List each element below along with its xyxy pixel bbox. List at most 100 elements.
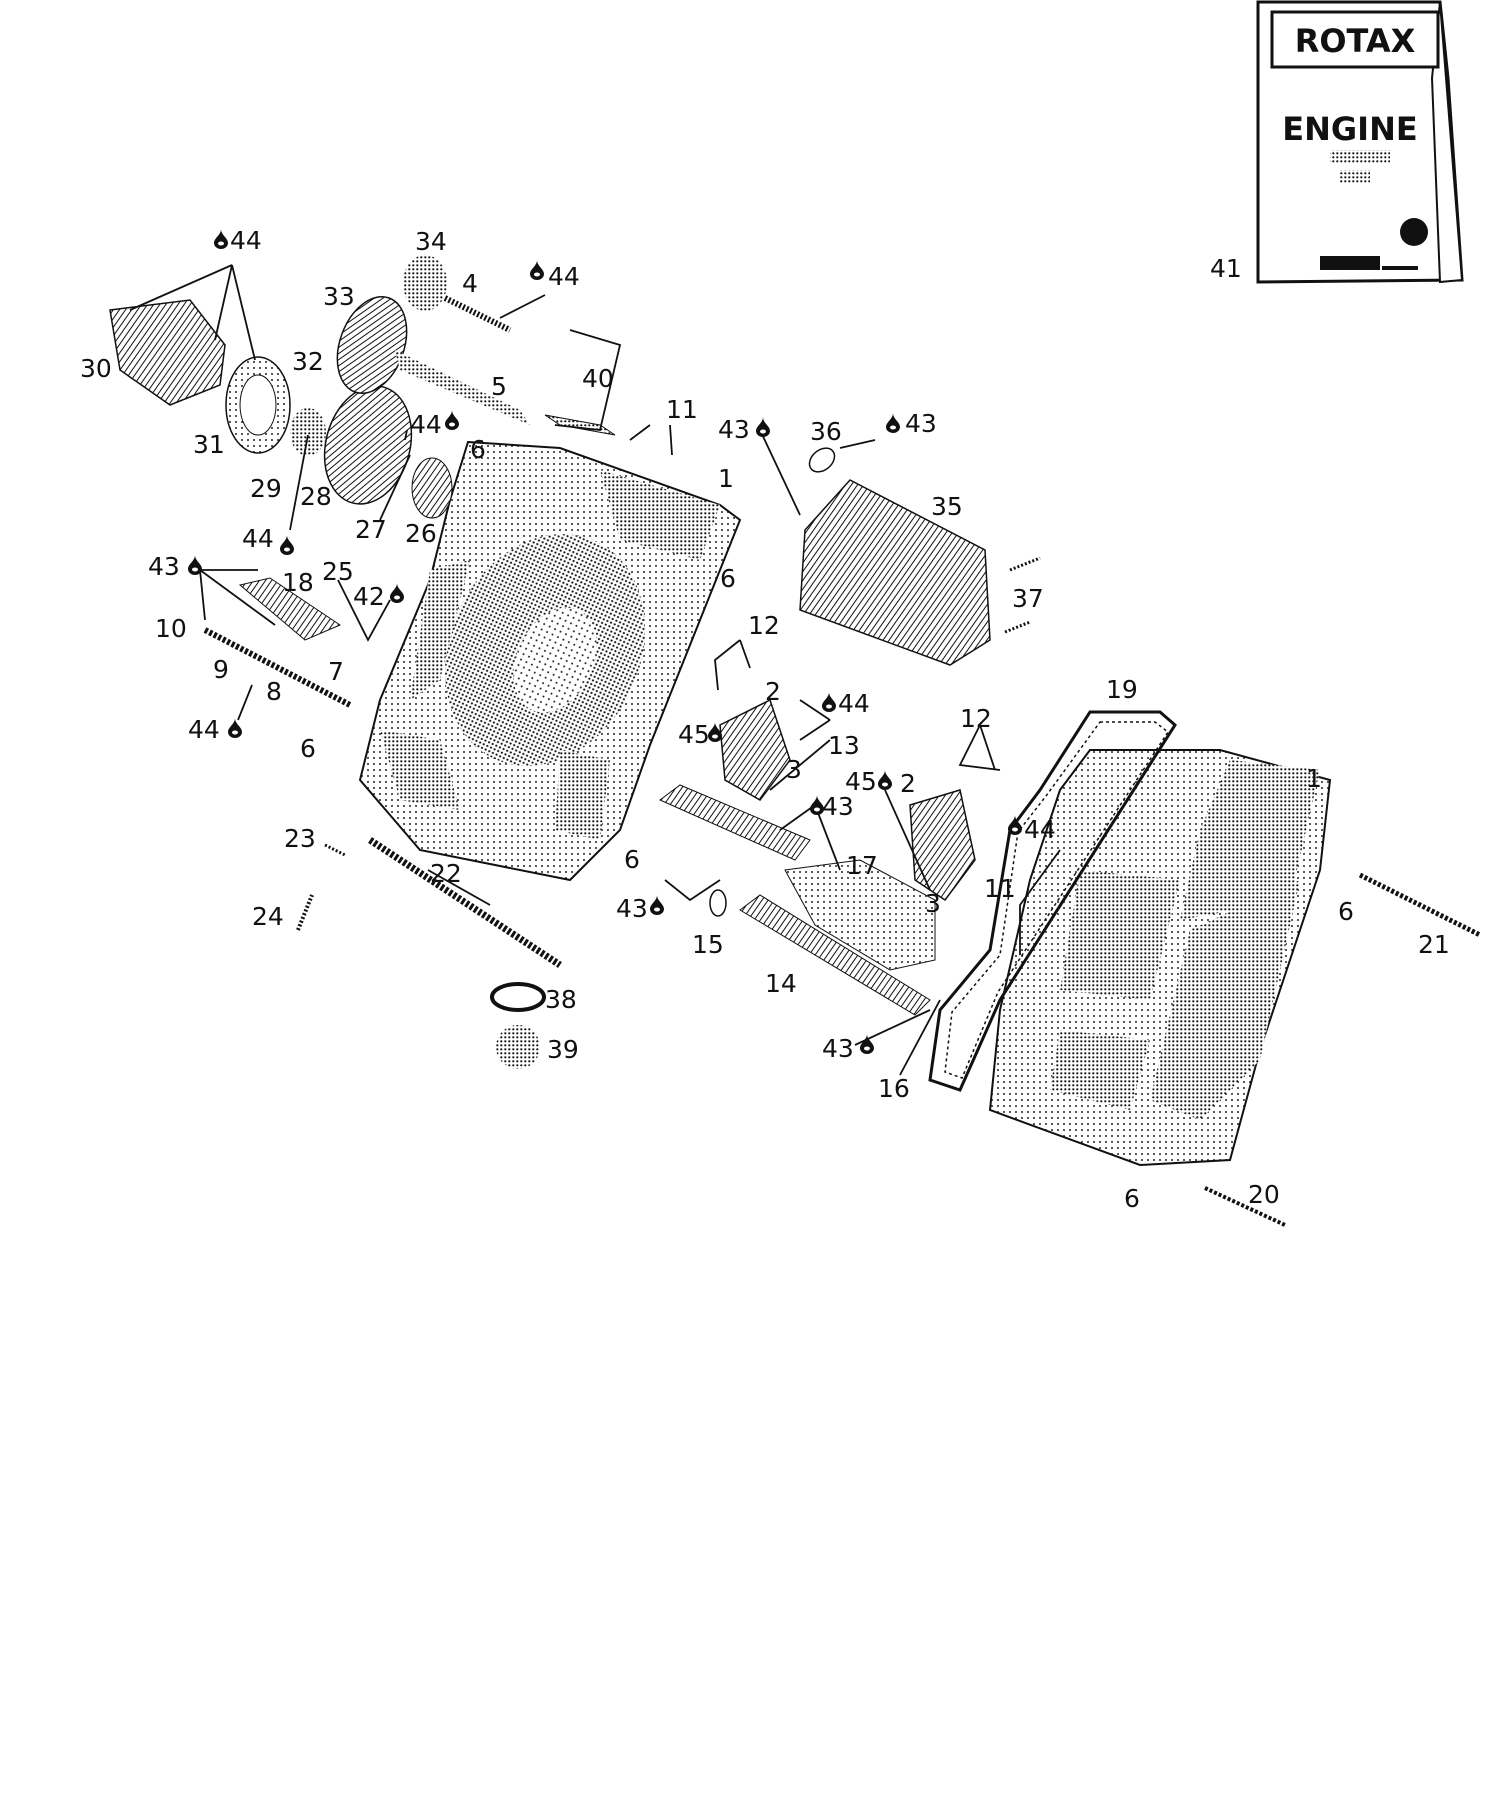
- callout-6: 6: [300, 734, 316, 763]
- part-18-rail: [238, 577, 342, 641]
- callout-38: 38: [545, 985, 577, 1014]
- part-30-housing: [109, 299, 226, 406]
- sealant-drop-icon: [188, 555, 202, 575]
- sealant-drop-icon: [756, 417, 770, 437]
- callout-43: 43: [718, 415, 750, 444]
- part-34-bearing: [403, 255, 447, 311]
- callout-32: 32: [292, 347, 324, 376]
- callout-37: 37: [1012, 584, 1044, 613]
- callout-23: 23: [284, 824, 316, 853]
- callout-44: 44: [548, 262, 580, 291]
- callout-24: 24: [252, 902, 284, 931]
- callout-31: 31: [193, 430, 225, 459]
- callout-44: 44: [838, 689, 870, 718]
- sealant-drop-icon: [445, 410, 459, 430]
- sealant-drop-icon: [530, 260, 544, 280]
- callout-6: 6: [720, 564, 736, 593]
- part-7-rod: [203, 627, 352, 708]
- callout-43: 43: [148, 552, 180, 581]
- part-28-gear: [323, 385, 413, 505]
- part-29-bearing: [290, 408, 326, 456]
- callout-44: 44: [188, 715, 220, 744]
- callout-21: 21: [1418, 930, 1450, 959]
- callout-43: 43: [822, 1034, 854, 1063]
- callout-33: 33: [323, 282, 355, 311]
- oil-box-logo-icon: [1400, 218, 1428, 246]
- part-26-gear: [411, 457, 453, 519]
- callout-6: 6: [470, 435, 486, 464]
- part-38-oring: [490, 982, 546, 1012]
- callout-41: 41: [1210, 254, 1242, 283]
- part-24-pin: [296, 894, 314, 931]
- callout-6: 6: [1338, 897, 1354, 926]
- sealant-drop-icon: [878, 770, 892, 790]
- part-35-cover: [799, 479, 991, 666]
- callout-27: 27: [355, 515, 387, 544]
- part-31-ring: [225, 356, 291, 454]
- callout-11: 11: [666, 395, 698, 424]
- part-4-pin: [443, 295, 512, 333]
- part-2-cover-left: [719, 698, 791, 801]
- callout-20: 20: [1248, 1180, 1280, 1209]
- callout-45: 45: [678, 720, 710, 749]
- callout-11: 11: [984, 874, 1016, 903]
- callout-43: 43: [905, 409, 937, 438]
- part-14-rail: [739, 894, 931, 1016]
- callout-43: 43: [822, 792, 854, 821]
- callout-26: 26: [405, 519, 437, 548]
- callout-13: 13: [828, 731, 860, 760]
- callout-labels: 1 1 2 2 3 3 4 5 6 6 6 6 6 6 7 8 9 10 11 …: [80, 226, 1450, 1213]
- part-17-plate: [784, 859, 936, 971]
- sealant-drop-icon: [390, 583, 404, 603]
- callout-19: 19: [1106, 675, 1138, 704]
- oil-bottle-box: ROTAX ENGINE: [1256, 0, 1464, 284]
- callout-44: 44: [1024, 815, 1056, 844]
- oil-box-brand: ROTAX: [1295, 22, 1416, 60]
- callout-44: 44: [230, 226, 262, 255]
- part-21-bolt: [1358, 872, 1482, 938]
- callout-39: 39: [547, 1035, 579, 1064]
- part-15-oring: [709, 889, 727, 917]
- callout-3: 3: [786, 755, 802, 784]
- callout-42: 42: [353, 582, 385, 611]
- callout-30: 30: [80, 354, 112, 383]
- callout-12: 12: [748, 611, 780, 640]
- sealant-drop-icon: [822, 692, 836, 712]
- crankcase-gasket: [928, 710, 1177, 1092]
- callout-7: 7: [328, 657, 344, 686]
- callout-2: 2: [900, 769, 916, 798]
- part-33-shaft: [336, 296, 530, 425]
- callout-17: 17: [846, 851, 878, 880]
- callout-16: 16: [878, 1074, 910, 1103]
- callout-40: 40: [582, 364, 614, 393]
- callout-2: 2: [765, 677, 781, 706]
- callout-44: 44: [410, 410, 442, 439]
- callout-15: 15: [692, 930, 724, 959]
- callout-1: 1: [1306, 764, 1322, 793]
- part-2-cover-right: [909, 789, 976, 902]
- callout-28: 28: [300, 482, 332, 511]
- sealant-drop-icon: [228, 718, 242, 738]
- callout-1: 1: [718, 464, 734, 493]
- callout-4: 4: [462, 269, 478, 298]
- part-22-shaft: [368, 837, 562, 968]
- callout-36: 36: [810, 417, 842, 446]
- callout-44: 44: [242, 524, 274, 553]
- crankcase-half-left: [358, 440, 742, 882]
- callout-43: 43: [616, 894, 648, 923]
- callout-6: 6: [1124, 1184, 1140, 1213]
- callout-6: 6: [624, 845, 640, 874]
- part-13-rail: [659, 784, 811, 861]
- callout-45: 45: [845, 767, 877, 796]
- part-36-plug: [808, 447, 836, 473]
- callout-35: 35: [931, 492, 963, 521]
- part-39-filter: [496, 1025, 540, 1069]
- callout-3: 3: [925, 889, 941, 918]
- part-37-screws: [1004, 556, 1041, 634]
- leader-lines: [129, 264, 1061, 1076]
- callout-12: 12: [960, 704, 992, 733]
- callout-5: 5: [491, 372, 507, 401]
- callout-8: 8: [266, 677, 282, 706]
- callout-14: 14: [765, 969, 797, 998]
